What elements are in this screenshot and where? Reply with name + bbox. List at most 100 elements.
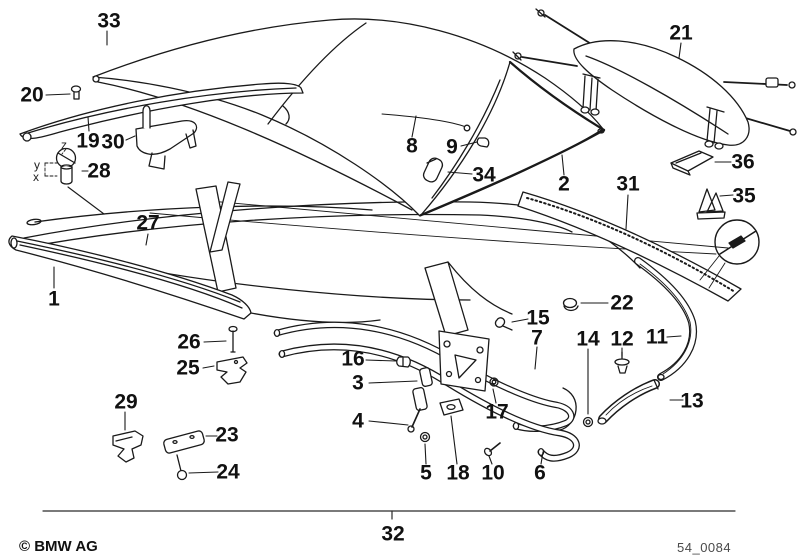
knob-28-flange <box>60 164 73 170</box>
front-bow <box>8 235 381 324</box>
part-callout-31[interactable]: 31 <box>616 172 640 196</box>
cover-corner-loop <box>92 75 100 83</box>
pin-24-rod <box>176 454 182 472</box>
knob-28-axis-guides <box>44 148 67 177</box>
rear-seals-group <box>517 150 760 425</box>
bracket-25-hole <box>233 359 239 365</box>
pivot-bracket-assembly <box>396 317 513 457</box>
magnifier-circle <box>714 219 760 265</box>
front-bow-endcap <box>10 237 18 249</box>
side-rail-group <box>19 82 304 185</box>
copyright-text: © BMW AG <box>19 538 98 555</box>
rear-curtain-edge-left <box>420 61 511 216</box>
base-pad-18 <box>439 398 464 416</box>
hanger-2-roller-a <box>704 140 714 148</box>
nut-5-hole <box>422 434 428 440</box>
cover-crown-line <box>267 22 367 125</box>
part-callout-24[interactable]: 24 <box>216 460 240 484</box>
part-callout-32[interactable]: 32 <box>381 522 405 546</box>
part-callout-25[interactable]: 25 <box>176 356 200 380</box>
part-callout-18[interactable]: 18 <box>446 461 470 485</box>
strap-hook-1-tick <box>535 8 546 18</box>
part-callout-26[interactable]: 26 <box>177 330 201 354</box>
strap-hook-3 <box>788 81 796 89</box>
part-callout-21[interactable]: 21 <box>669 21 693 45</box>
small-parts-left <box>112 325 248 481</box>
part-callout-20[interactable]: 20 <box>20 83 44 107</box>
cap-22-base <box>563 305 579 312</box>
screw-20-shank <box>73 91 80 100</box>
part-callout-10[interactable]: 10 <box>481 461 505 485</box>
part-callout-23[interactable]: 23 <box>215 423 239 447</box>
cover-front-edge-line <box>97 81 413 211</box>
axis-letter-x: x <box>33 170 39 184</box>
screw-20-head <box>70 85 82 93</box>
part-callout-27[interactable]: 27 <box>136 211 160 235</box>
part-callout-8[interactable]: 8 <box>406 134 418 158</box>
side-rail-roll-end <box>22 132 32 142</box>
part-callout-7[interactable]: 7 <box>531 326 543 350</box>
part-callout-33[interactable]: 33 <box>97 9 121 33</box>
hanger-1-roller-a <box>580 106 590 114</box>
cylinder-23-hole-2 <box>189 434 195 440</box>
part-callout-5[interactable]: 5 <box>420 461 432 485</box>
part-callout-17[interactable]: 17 <box>485 400 509 424</box>
front-bow-line2 <box>19 244 243 309</box>
seal-13-end <box>597 417 607 425</box>
side-rail-19 <box>19 82 304 140</box>
diagram-code: 54_0084 <box>677 540 732 555</box>
magnifier-leader-b <box>708 262 726 289</box>
part-callout-28[interactable]: 28 <box>87 159 111 183</box>
rear-curtain-edge-right <box>508 60 606 132</box>
cylinder-23-hole-1 <box>172 439 178 445</box>
nut-5 <box>419 431 431 443</box>
part-callout-6[interactable]: 6 <box>534 461 546 485</box>
part-callout-4[interactable]: 4 <box>352 409 364 433</box>
part-callout-13[interactable]: 13 <box>680 389 704 413</box>
cap-22 <box>562 297 578 309</box>
bracket-cutout <box>454 354 477 379</box>
hanger-1-roller-b <box>590 108 600 116</box>
wedge-35 <box>696 188 726 220</box>
part-callout-15[interactable]: 15 <box>526 306 550 330</box>
part-callout-34[interactable]: 34 <box>472 163 496 187</box>
part-callout-22[interactable]: 22 <box>610 291 634 315</box>
part-callout-29[interactable]: 29 <box>114 390 138 414</box>
part-callout-14[interactable]: 14 <box>576 327 600 351</box>
part-callout-11[interactable]: 11 <box>645 325 669 349</box>
cable-8 <box>381 113 467 128</box>
pin-24-ball <box>176 469 188 481</box>
part-callout-12[interactable]: 12 <box>610 327 634 351</box>
strap-hanger-2 <box>706 106 725 144</box>
wedge-36-detail <box>670 152 702 176</box>
center-arm <box>447 261 513 315</box>
bracket-30-leg-2 <box>185 129 197 149</box>
seal-13-line <box>605 385 653 416</box>
frame-strut-b <box>209 181 241 253</box>
bracket-hole-1 <box>443 340 451 348</box>
part-callout-35[interactable]: 35 <box>732 184 756 208</box>
hanger-2-roller-b <box>714 142 724 150</box>
part-callout-3[interactable]: 3 <box>352 371 364 395</box>
clip-29 <box>112 430 144 463</box>
small-parts-middle <box>422 137 630 428</box>
part-callout-36[interactable]: 36 <box>731 150 755 174</box>
pad-18-hole <box>446 403 456 411</box>
part-callout-2[interactable]: 2 <box>558 172 570 196</box>
gas-strut-rod <box>411 408 421 428</box>
part-callout-30[interactable]: 30 <box>101 130 125 154</box>
strap-hook-2-tick <box>512 51 522 61</box>
pivot-bracket-plate <box>438 330 490 392</box>
side-rail-19-line <box>27 87 297 134</box>
part-callout-16[interactable]: 16 <box>341 347 365 371</box>
rear-bow-bracket <box>559 387 577 431</box>
bolt-15 <box>494 317 513 331</box>
part-callout-9[interactable]: 9 <box>446 135 458 159</box>
strap-hanger-1 <box>582 73 601 112</box>
bracket-hole-3 <box>445 370 453 378</box>
seal-11-inner <box>635 258 696 380</box>
part-callout-1[interactable]: 1 <box>48 287 60 311</box>
part-callout-19[interactable]: 19 <box>76 129 100 153</box>
